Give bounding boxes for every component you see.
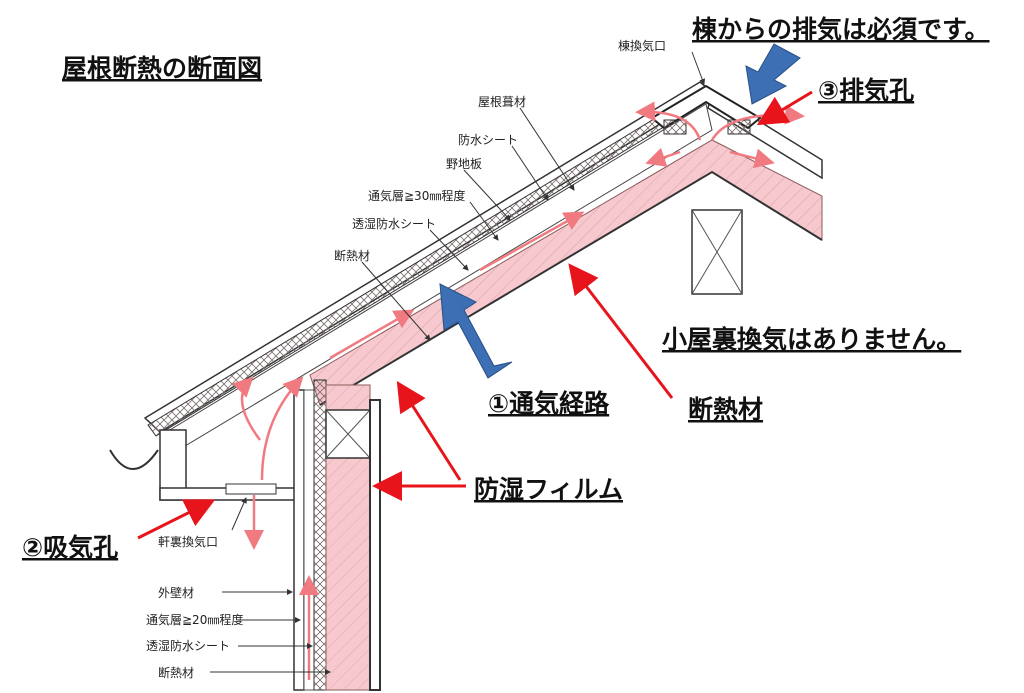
no-attic-vent-label: 小屋裏換気はありません。: [662, 325, 961, 354]
breathable-sheet-roof-label: 透湿防水シート: [352, 216, 436, 231]
airflow-roof-arrow-2: [329, 309, 415, 360]
gutter: [109, 449, 159, 470]
airflow-blue-arrow: [439, 283, 513, 379]
wall-interior-board: [369, 399, 381, 691]
red-arrows: [137, 90, 813, 540]
eave-vent-slot: [225, 483, 277, 495]
ridge-vent-left: [663, 119, 687, 135]
roof-insulation-hatch: [310, 140, 822, 405]
wall-sheathing: [313, 379, 327, 691]
wall-structure: [293, 379, 381, 691]
airflow-roof-arrow-1: [479, 211, 585, 272]
insulation-roof-label: 断熱材: [334, 248, 370, 263]
wall-exterior-finish: [293, 389, 305, 691]
exterior-wall-label: 外壁材: [158, 585, 194, 600]
eave-vent-label: 軒裏換気口: [158, 534, 218, 549]
blue-arrows: [439, 43, 801, 379]
airflow-ridge-inner-1: [729, 148, 775, 169]
airflow-ridge-left: [635, 101, 702, 141]
airflow-paths: [232, 101, 805, 680]
insulation-label: 断熱材: [688, 395, 763, 424]
roof-structure: [109, 81, 823, 501]
ridge-note: 棟からの排気は必須です。: [692, 15, 990, 44]
waterproof-sheet-label: 防水シート: [458, 132, 518, 147]
vapor-film-label: 防湿フィルム: [474, 475, 623, 504]
ridge-blue-arrow: [745, 43, 801, 105]
vent-layer-roof-label: 通気層≧30㎜程度: [368, 188, 465, 203]
insulation-wall-label: 断熱材: [158, 665, 194, 680]
intake-label: ②吸気孔: [22, 533, 118, 562]
exhaust-label: ③排気孔: [818, 76, 914, 105]
film-arrow-upper: [396, 380, 462, 481]
page-title: 屋根断熱の断面図: [62, 54, 262, 83]
airflow-eave-up: [260, 376, 304, 481]
exhaust-arrow: [756, 90, 813, 126]
ridge-vent-label: 棟換気口: [618, 38, 666, 53]
insulation-arrow: [568, 263, 674, 399]
airflow-eave-curl: [232, 376, 262, 441]
airflow-ridge-inner-2: [645, 147, 681, 167]
ceiling-line: [319, 170, 823, 406]
leader-lines: [210, 51, 706, 675]
sheathing-label: 野地板: [446, 157, 482, 171]
intake-arrow: [137, 499, 216, 540]
roofing-label: 屋根葺材: [478, 95, 526, 109]
airflow-label: ①通気経路: [488, 389, 610, 418]
roof-sheathing-band: [147, 89, 709, 437]
vent-layer-wall-label: 通気層≧20㎜程度: [146, 612, 243, 627]
breathable-sheet-wall-label: 透湿防水シート: [146, 638, 230, 653]
